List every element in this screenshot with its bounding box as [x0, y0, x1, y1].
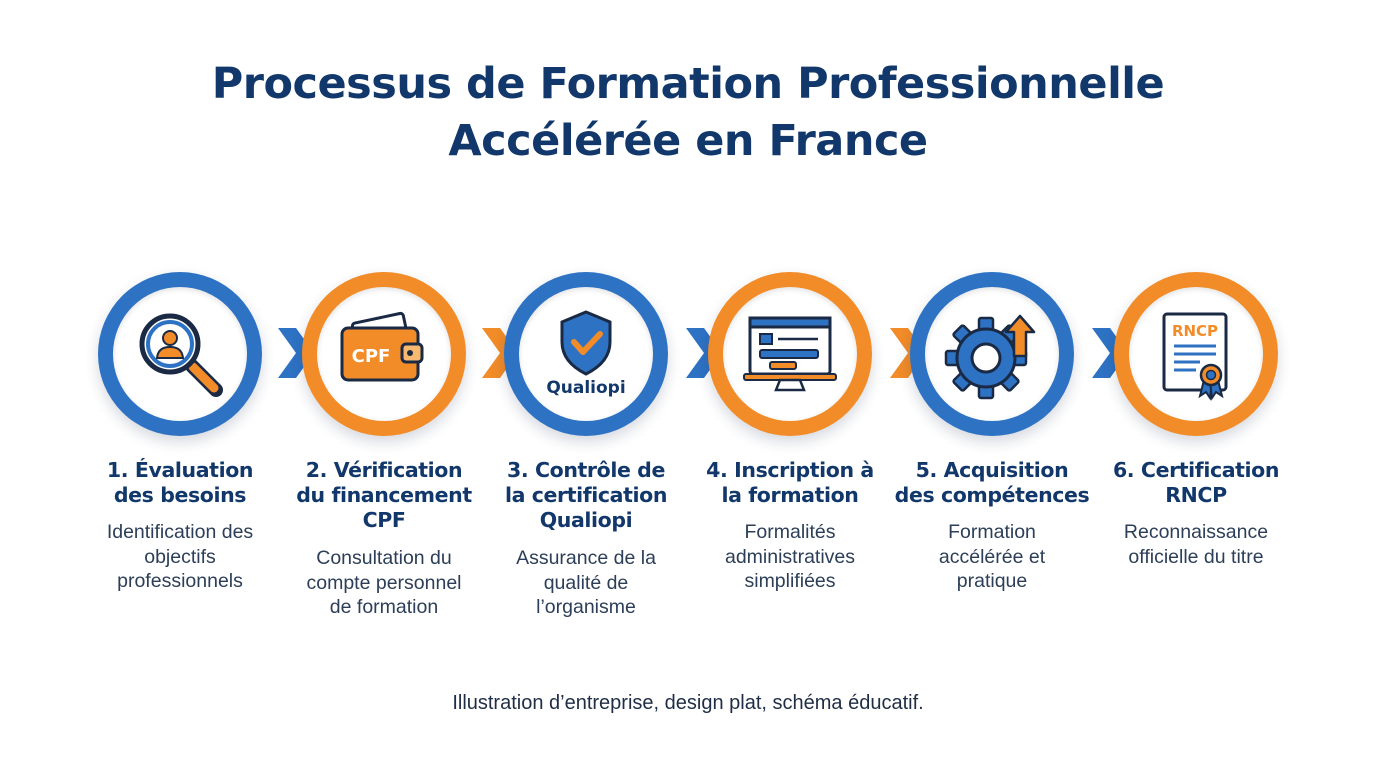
step-4-title: 4. Inscription à la formation	[706, 458, 874, 507]
wallet-icon-label: CPF	[352, 346, 391, 367]
step-3-description: Assurance de la qualité de l’organisme	[516, 547, 656, 618]
certificate-icon-label: RNCP	[1172, 322, 1218, 340]
step-3-ring: Qualiopi	[504, 272, 668, 436]
caption: Illustration d’entreprise, design plat, …	[452, 692, 924, 714]
step-1-ring	[98, 272, 262, 436]
step-2-description: Consultation du compte personnel de form…	[306, 547, 462, 618]
title-line-1: Processus de Formation Professionnelle	[211, 59, 1165, 109]
step-4-description: Formalités administratives simplifiées	[724, 521, 856, 592]
certificate-icon: RNCP	[1162, 312, 1228, 401]
step-5-ring	[910, 272, 1074, 436]
step-1-description: Identification des objectifs professionn…	[106, 521, 254, 592]
magnifier-person-icon	[139, 313, 223, 397]
step-3-title: 3. Contrôle de la certification Qualiopi	[504, 458, 668, 532]
step-5-title: 5. Acquisition des compétences	[894, 458, 1090, 507]
shield-check-icon: Qualiopi	[546, 310, 626, 398]
step-6-description: Reconnaissance officielle du titre	[1123, 521, 1269, 568]
step-2-ring: CPF	[302, 272, 466, 436]
step-6-ring: RNCP	[1114, 272, 1278, 436]
title-line-2: Accélérée en France	[448, 116, 928, 166]
wallet-icon: CPF	[340, 311, 424, 382]
page-title: Processus de Formation Professionnelle A…	[0, 56, 1376, 170]
shield-check-icon-label: Qualiopi	[546, 378, 625, 398]
step-2-title: 2. Vérification du financement CPF	[296, 458, 472, 532]
step-1-title: 1. Évaluation des besoins	[106, 458, 254, 507]
step-4-ring	[708, 272, 872, 436]
step-5-description: Formation accélérée et pratique	[938, 521, 1046, 592]
computer-form-icon	[743, 316, 837, 392]
gear-arrow-up-icon	[944, 314, 1036, 400]
step-6-title: 6. Certification RNCP	[1112, 458, 1280, 507]
